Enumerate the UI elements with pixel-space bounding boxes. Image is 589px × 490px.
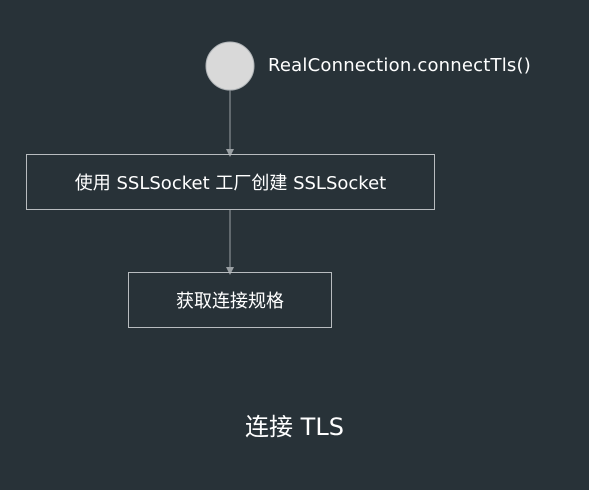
diagram-caption: 连接 TLS — [245, 413, 344, 441]
process-box-label: 获取连接规格 — [176, 291, 284, 312]
start-node — [205, 41, 255, 91]
process-box-label: 使用 SSLSocket 工厂创建 SSLSocket — [74, 173, 387, 194]
process-box-connection-spec: 获取连接规格 — [128, 272, 332, 328]
process-box-create-sslsocket: 使用 SSLSocket 工厂创建 SSLSocket — [26, 154, 435, 210]
start-node-label: RealConnection.connectTls() — [268, 55, 531, 76]
